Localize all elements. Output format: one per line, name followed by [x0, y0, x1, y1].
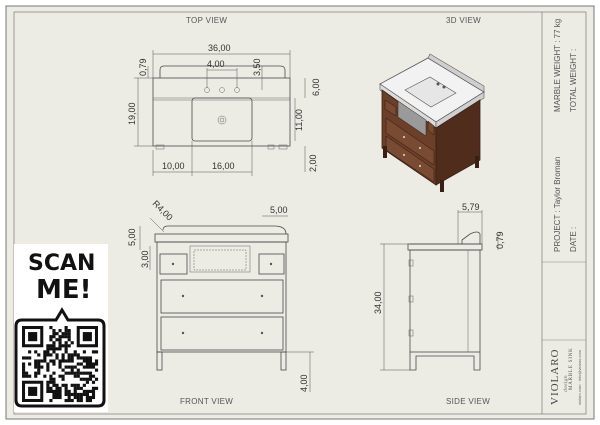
- dim-front-left1: 5,00: [127, 228, 137, 246]
- qr-code-image[interactable]: [22, 326, 99, 403]
- project-name: PROJECT : Taylor Broman: [553, 157, 562, 252]
- info-strip: MARBLE WEIGHT : 77 kg TOTAL WEIGHT : PRO…: [549, 19, 582, 405]
- dim-front-left2: 3,00: [140, 250, 150, 268]
- dim-top-sink-width: 16,00: [212, 161, 235, 171]
- qr-block[interactable]: SCAN ME!: [14, 244, 108, 412]
- dim-top-left-offset: 10,00: [162, 161, 185, 171]
- logo-contact: violaro.com · info@violaro.com: [577, 349, 582, 405]
- dim-side-height: 34,00: [373, 291, 383, 314]
- qr-scan-text: SCAN: [28, 251, 95, 276]
- dim-side-top: 5,79: [462, 202, 480, 212]
- total-weight: TOTAL WEIGHT :: [569, 49, 578, 112]
- dim-top-edge: 0,79: [138, 58, 148, 76]
- side-view: 5,79 0,79 34,00 SIDE VIEW: [373, 202, 505, 406]
- top-view-title: TOP VIEW: [186, 16, 227, 25]
- logo-sub: MARBLE SINK: [569, 347, 574, 390]
- dim-top-height: 3,50: [252, 58, 262, 76]
- qr-me-text: ME!: [36, 275, 92, 305]
- iso-view: 3D VIEW: [379, 16, 485, 192]
- date-label: DATE :: [569, 227, 578, 252]
- dim-front-splash: 5,00: [270, 205, 288, 215]
- iso-view-title: 3D VIEW: [446, 16, 481, 25]
- logo-script: design: [563, 375, 569, 392]
- logo-brand: VIOLARO: [549, 349, 561, 406]
- dim-top-depth: 19,00: [127, 102, 137, 125]
- marble-weight: MARBLE WEIGHT : 77 kg: [553, 19, 562, 112]
- dim-top-right3: 2,00: [308, 154, 318, 172]
- dim-side-edge: 0,79: [495, 231, 505, 249]
- dim-front-leg: 4,00: [299, 374, 309, 392]
- dim-top-width: 36,00: [208, 43, 231, 53]
- dim-top-right2: 11,00: [294, 109, 304, 131]
- front-view-title: FRONT VIEW: [180, 397, 233, 406]
- top-view: TOP VIEW 36,00 4,00 0,79 3,50: [127, 16, 321, 176]
- dim-top-holes: 4,00: [207, 59, 225, 69]
- side-view-title: SIDE VIEW: [446, 397, 490, 406]
- violaro-logo: VIOLARO design MARBLE SINK violaro.com ·…: [549, 347, 582, 405]
- dim-top-right1: 6,00: [311, 78, 321, 96]
